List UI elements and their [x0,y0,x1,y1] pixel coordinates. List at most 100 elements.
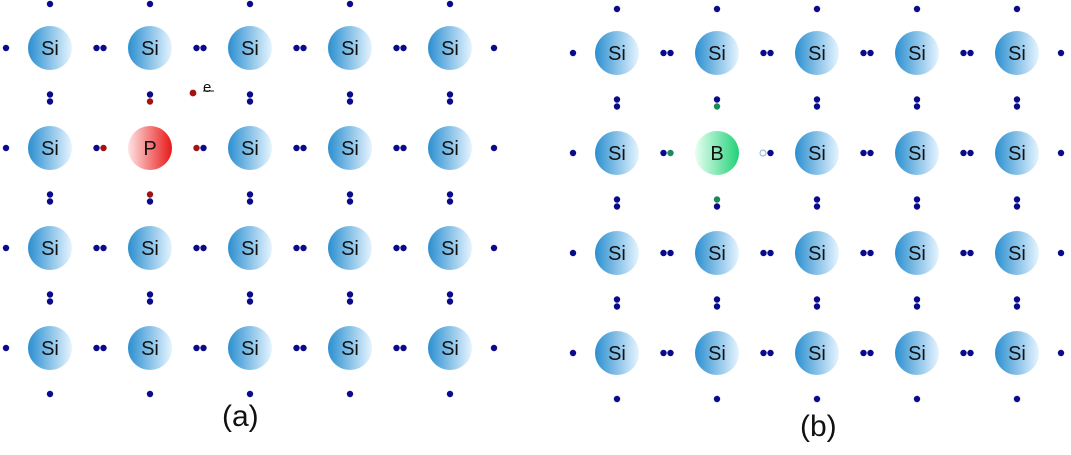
acceptor-electron [667,149,674,157]
valence-electron [813,395,821,403]
valence-electron [767,249,774,257]
silicon-atom-label: Si [908,243,926,265]
silicon-atom [28,26,72,70]
valence-electron [146,0,154,8]
valence-electron [569,349,577,357]
valence-electron [346,91,354,98]
valence-electron [760,349,767,357]
silicon-atom-label: Si [241,38,259,60]
valence-electron [1013,5,1021,13]
silicon-atom-label: Si [1008,243,1026,265]
valence-electron [613,5,621,13]
silicon-atom [795,31,839,75]
valence-electron [100,344,107,352]
valence-electron [1013,296,1021,303]
valence-electron [867,349,874,357]
silicon-atom [595,131,639,175]
valence-electron [146,390,154,398]
silicon-atom-label: Si [808,143,826,165]
silicon-atom-label: Si [441,38,459,60]
valence-electron [300,44,307,52]
valence-electron [760,249,767,257]
valence-electron [393,44,400,52]
caption-panel-b: (b) [800,410,837,443]
valence-electron [713,296,721,303]
valence-electron [1013,395,1021,403]
silicon-atom-label: Si [41,138,59,160]
valence-electron [93,44,100,52]
valence-electron [860,249,867,257]
valence-electron [613,203,621,210]
valence-electron [200,244,207,252]
valence-electron [967,249,974,257]
valence-electron [246,198,254,205]
valence-electron [246,0,254,8]
valence-electron [913,303,921,310]
valence-electron [300,344,307,352]
valence-electron [613,103,621,110]
valence-electron [490,344,498,352]
valence-electron [713,96,721,103]
valence-electron [713,303,721,310]
silicon-atom [995,331,1039,375]
silicon-atom [695,331,739,375]
valence-electron [1057,349,1065,357]
valence-electron [46,291,54,298]
valence-electron [346,98,354,105]
valence-electron [1013,196,1021,203]
acceptor-electron [713,103,721,110]
valence-electron [913,203,921,210]
caption-panel-a: (a) [222,400,259,433]
valence-electron [93,344,100,352]
valence-electron [46,198,54,205]
valence-electron [490,244,498,252]
valence-electron [146,198,154,205]
silicon-atom-label: Si [908,43,926,65]
valence-electron [2,144,10,152]
silicon-atom [128,226,172,270]
valence-electron [867,249,874,257]
silicon-atom-label: Si [341,38,359,60]
valence-electron [446,98,454,105]
valence-electron [1013,203,1021,210]
valence-electron [293,144,300,152]
valence-electron [490,144,498,152]
valence-electron [400,344,407,352]
valence-electron [960,149,967,157]
silicon-atom-label: Si [341,338,359,360]
valence-electron [813,296,821,303]
silicon-atom-label: Si [141,238,159,260]
silicon-atom-label: Si [808,243,826,265]
valence-electron [446,91,454,98]
silicon-atom [428,126,472,170]
valence-electron [293,244,300,252]
silicon-atom [895,231,939,275]
silicon-atom [128,326,172,370]
valence-electron [569,249,577,257]
valence-electron [46,91,54,98]
silicon-atom-label: Si [241,138,259,160]
silicon-atom [795,331,839,375]
valence-electron [767,349,774,357]
valence-electron [2,344,10,352]
free-electron-label: e [203,79,211,96]
valence-electron [200,44,207,52]
silicon-atom [895,331,939,375]
valence-electron [667,349,674,357]
silicon-atom [28,326,72,370]
valence-electron [246,191,254,198]
silicon-atom [428,226,472,270]
valence-electron [393,144,400,152]
valence-electron [2,44,10,52]
valence-electron [1057,149,1065,157]
silicon-atom [28,126,72,170]
valence-electron [913,96,921,103]
silicon-atom-label: Si [441,238,459,260]
valence-electron [2,244,10,252]
valence-electron [860,349,867,357]
valence-electron [967,349,974,357]
valence-electron [146,91,154,98]
valence-electron [346,198,354,205]
